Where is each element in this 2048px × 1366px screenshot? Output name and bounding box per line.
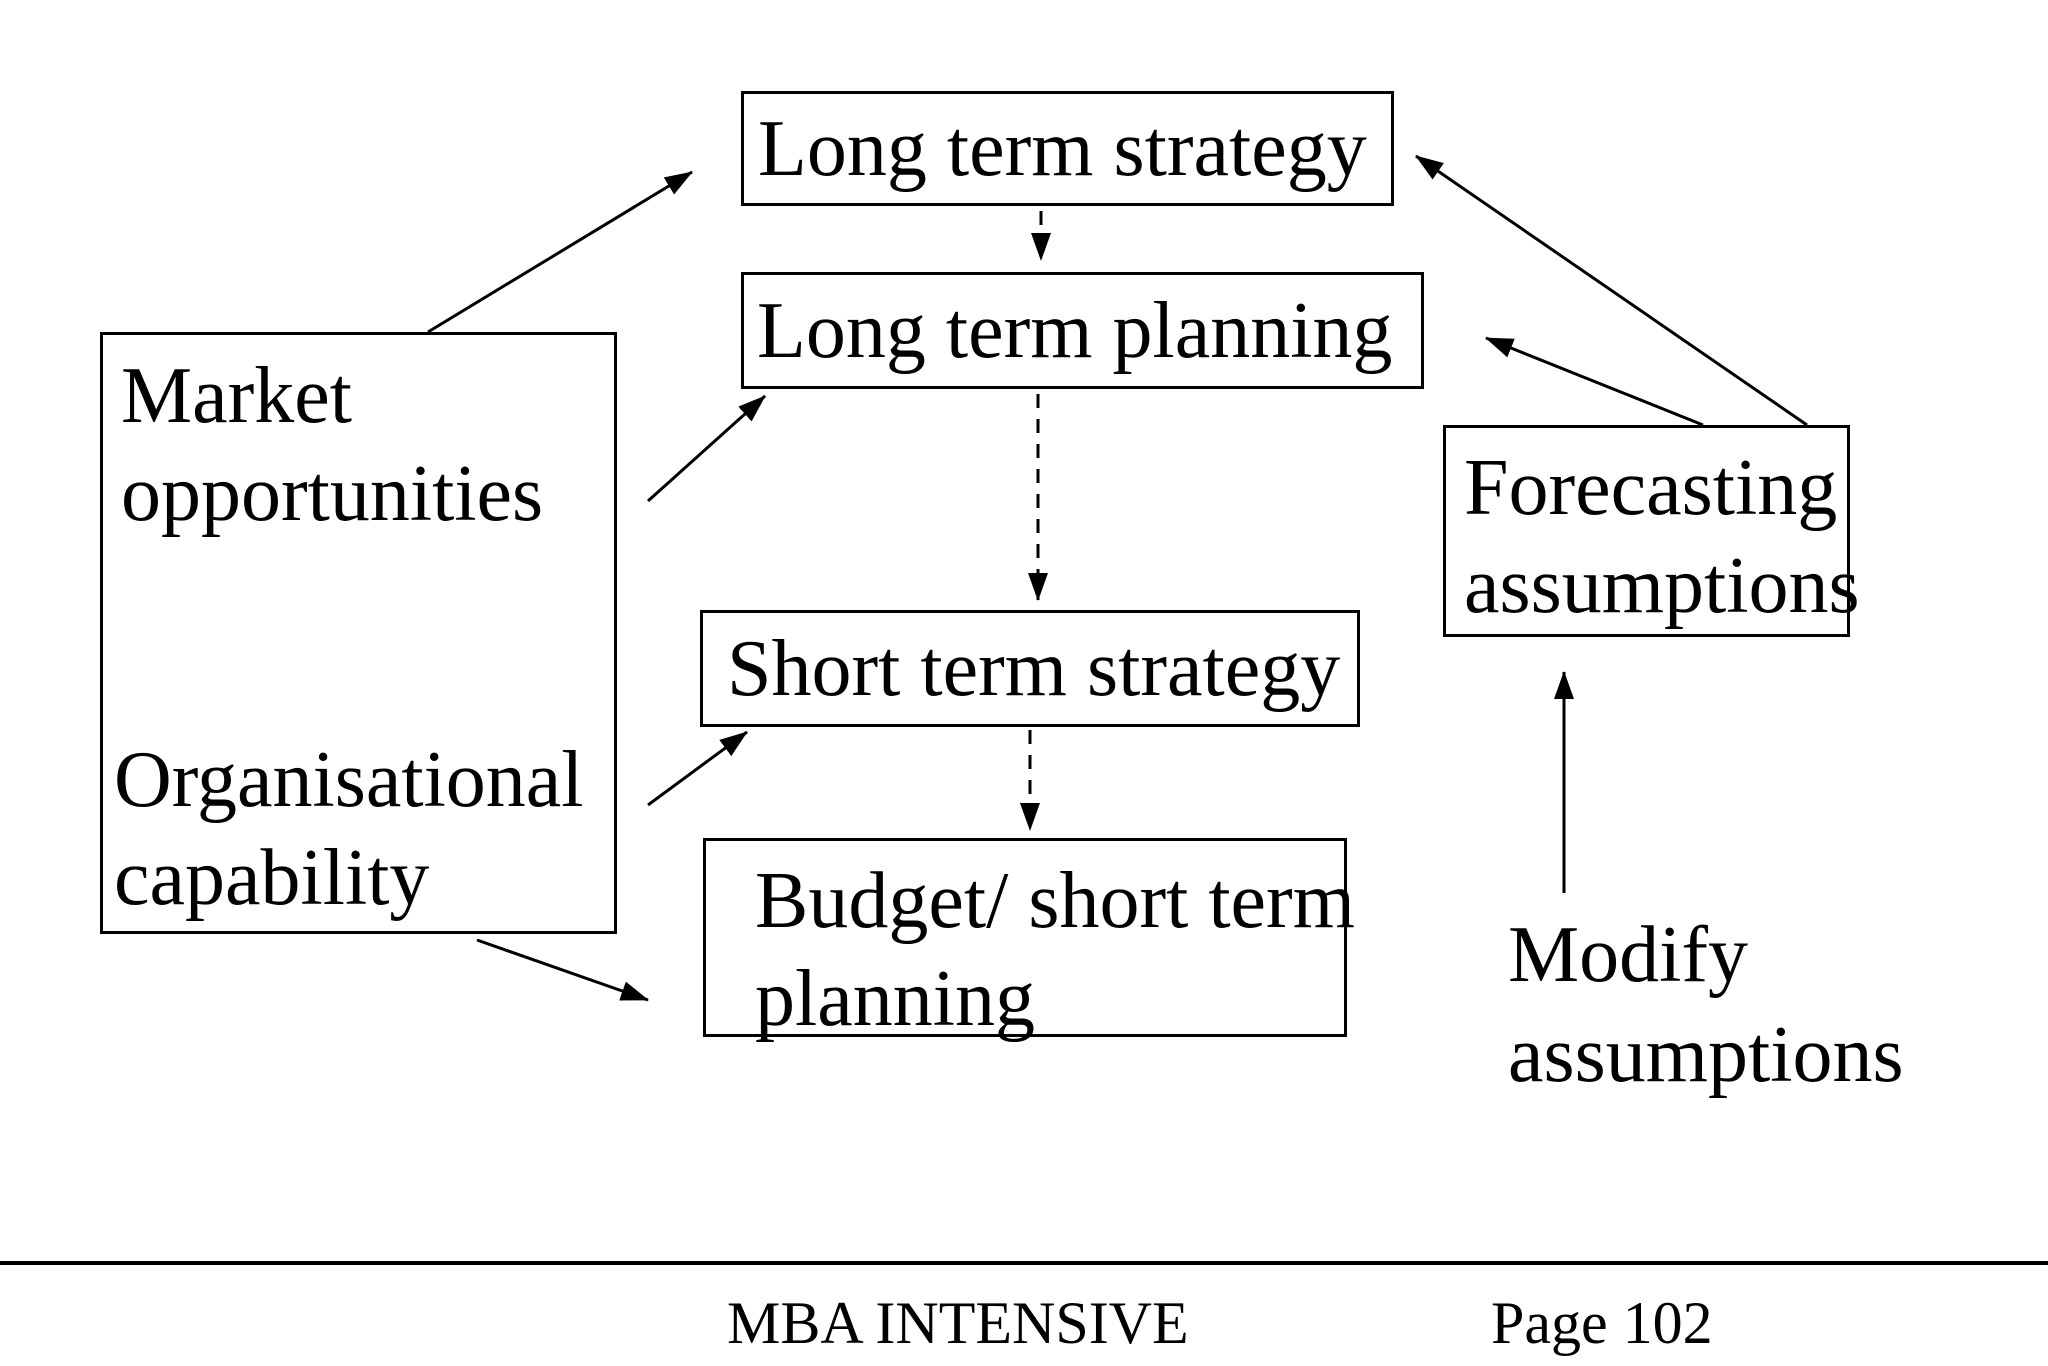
arrow-inputs-to-long-term-planning (646, 394, 767, 503)
arrow-inputs-to-budget (476, 938, 649, 1002)
short-term-strategy-label: Short term strategy (727, 624, 1341, 713)
long-term-planning-label: Long term planning (757, 286, 1393, 375)
long-term-planning-box: Long term planning (741, 272, 1424, 389)
budget-short-term-planning-box: Budget/ short term planning (703, 838, 1355, 1043)
short-term-strategy-box: Short term strategy (700, 610, 1360, 727)
footer-course-title: MBA INTENSIVE (727, 1290, 1189, 1356)
arrow-inputs-to-short-term-strategy (647, 730, 748, 807)
modify-assumptions-line1: Modify (1508, 911, 1748, 999)
long-term-strategy-box: Long term strategy (741, 91, 1394, 206)
forecasting-assumptions-box: Forecasting assumptions (1443, 425, 1860, 637)
forecasting-line1: Forecasting (1464, 444, 1838, 532)
budget-line2: planning (755, 955, 1035, 1043)
modify-assumptions-line2: assumptions (1508, 1011, 1904, 1099)
organisational-capability-label: Organisational capability (114, 731, 584, 927)
footer-page-number: Page 102 (1491, 1290, 1713, 1356)
organisational-capability-line2: capability (114, 834, 430, 922)
forecasting-line2: assumptions (1464, 542, 1860, 630)
long-term-strategy-label: Long term strategy (758, 104, 1367, 193)
market-opportunities-label: Market opportunities (121, 347, 543, 543)
budget-line1: Budget/ short term (755, 857, 1355, 945)
arrow-forecasting-to-long-term-strategy (1415, 154, 1808, 427)
market-opportunities-line2: opportunities (121, 450, 544, 538)
market-opportunities-line1: Market (121, 352, 353, 440)
arrow-inputs-to-long-term-strategy (427, 170, 693, 334)
arrow-forecasting-to-long-term-planning (1485, 336, 1704, 427)
inputs-box: Market opportunities Organisational capa… (100, 332, 617, 934)
organisational-capability-line1: Organisational (114, 736, 584, 824)
modify-assumptions-label: Modify assumptions (1508, 905, 1904, 1105)
